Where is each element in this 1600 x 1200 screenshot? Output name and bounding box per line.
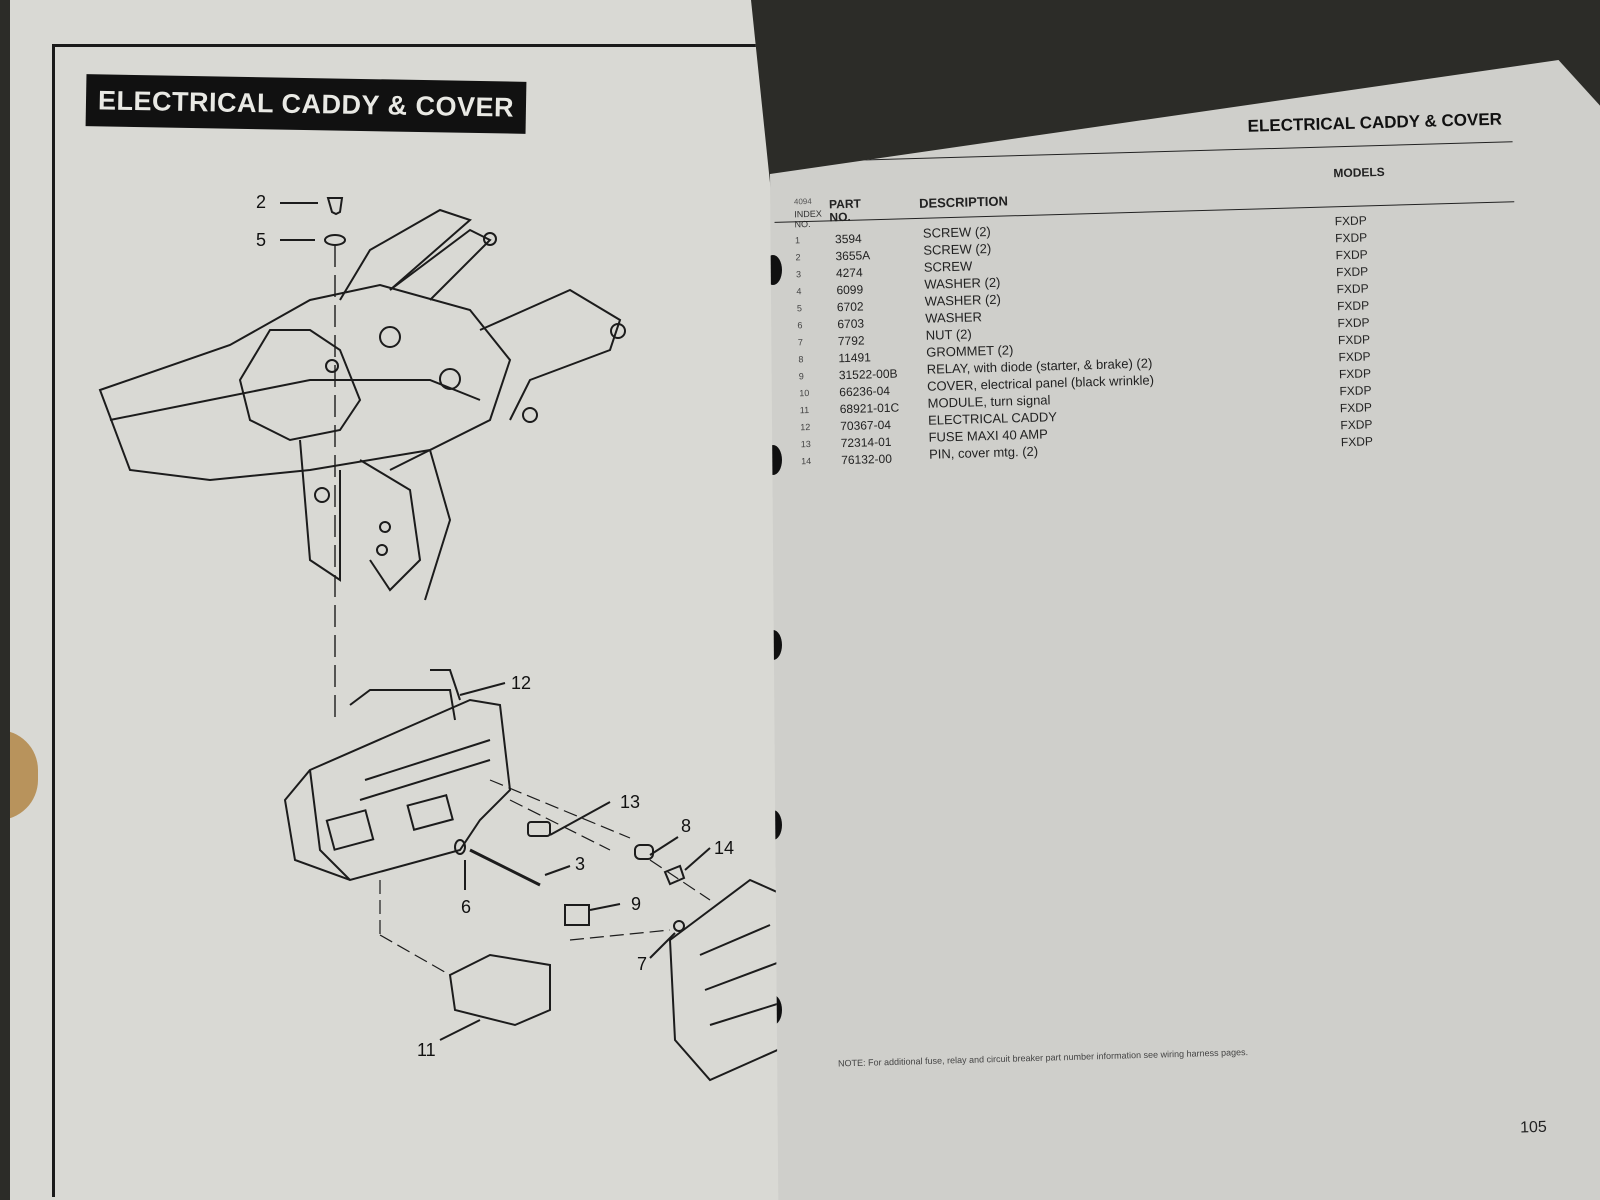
caddy-drawing <box>283 698 512 882</box>
cover-drawing <box>668 878 790 1082</box>
fuse-module-drawing <box>448 953 551 1027</box>
page-number: 105 <box>1519 1118 1548 1137</box>
page-border <box>52 44 790 1197</box>
callout-12: 12 <box>511 673 531 693</box>
callout-2: 2 <box>256 192 266 212</box>
parts-list: ELECTRICAL CADDY & COVER 4094 MODELS DES… <box>770 60 1600 1200</box>
col-header-models: MODELS <box>1333 164 1385 181</box>
col-header-description: DESCRIPTION <box>918 193 1009 211</box>
table-code: 4094 <box>793 196 812 207</box>
callout-7: 7 <box>637 954 647 974</box>
callout-13: 13 <box>620 792 640 812</box>
right-page: ELECTRICAL CADDY & COVER 4094 MODELS DES… <box>770 60 1600 1200</box>
callout-6: 6 <box>461 897 471 917</box>
page-header: ELECTRICAL CADDY & COVER <box>1247 109 1503 136</box>
col-header-index: INDEX NO. <box>794 208 822 230</box>
callout-11: 11 <box>417 1040 436 1060</box>
callout-5: 5 <box>256 230 266 250</box>
binder-hole <box>770 255 782 285</box>
binder-hole <box>770 445 782 475</box>
callout-9: 9 <box>631 894 641 914</box>
footnote: NOTE: For additional fuse, relay and cir… <box>837 1047 1249 1069</box>
callout-8: 8 <box>681 816 691 836</box>
left-page: ELECTRICAL CADDY & COVER <box>10 0 790 1200</box>
callout-14: 14 <box>714 838 734 858</box>
header-rule <box>772 141 1513 163</box>
callout-3: 3 <box>575 854 585 874</box>
frame-drawing <box>98 283 512 482</box>
exploded-parts-diagram: 2 5 12 13 8 14 3 6 9 7 11 <box>98 192 790 1082</box>
